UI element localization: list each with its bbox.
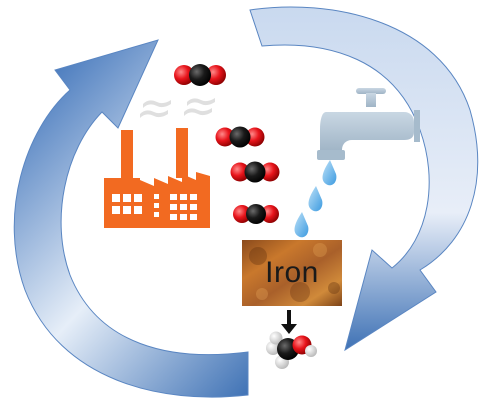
down-arrow-icon: [281, 310, 297, 334]
water-drop-icon: [294, 160, 337, 238]
water-tap-icon: [317, 88, 420, 160]
iron-block: [242, 240, 342, 306]
co2-molecule-icon: [215, 126, 265, 148]
co2-molecule-icon: [233, 204, 279, 224]
methanol-molecule-icon: [266, 331, 317, 369]
co2-molecule-icon: [230, 161, 280, 183]
cycle-arrow-top-right: [249, 6, 479, 352]
smoke-icon: [140, 98, 215, 118]
cycle-arrow-left: [13, 39, 249, 398]
iron-label: Iron: [265, 256, 319, 289]
factory-icon: [104, 98, 215, 228]
co2-molecule-icon: [174, 64, 226, 86]
